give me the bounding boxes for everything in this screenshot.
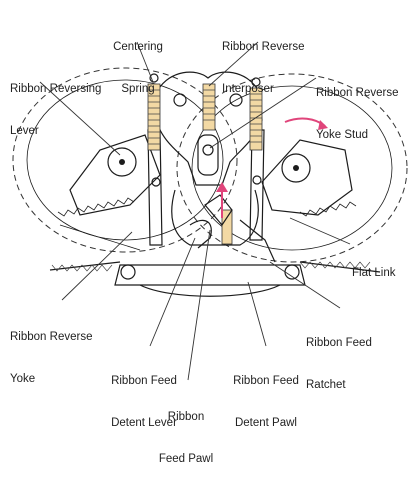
- left-spool: [12, 67, 238, 253]
- left-ratchet-wheel: [57, 134, 161, 251]
- label-ribbon-reversing-lever: Ribbon Reversing Lever: [10, 83, 102, 137]
- label-ribbon-feed-detent-pawl: Ribbon Feed Detent Pawl: [233, 375, 299, 429]
- right-ratchet-wheel: [261, 139, 357, 217]
- flat-link-assembly: [49, 261, 381, 297]
- right-spool: [176, 73, 408, 263]
- mechanism-diagram: [12, 41, 408, 381]
- leader-lines: [39, 41, 351, 381]
- label-ribbon-reverse-yoke-stud: Ribbon Reverse Yoke Stud: [316, 87, 399, 141]
- label-flat-link: Flat Link: [352, 267, 396, 279]
- yoke-and-pawls: [171, 189, 276, 263]
- label-centering-spring: Centering Spring: [113, 41, 163, 95]
- label-ribbon-reverse-interposer: Ribbon Reverse Interposer: [222, 41, 305, 95]
- label-ribbon-feed-pawl: Ribbon Feed Pawl: [158, 411, 214, 465]
- label-ribbon-reverse-yoke: Ribbon Reverse Yoke: [10, 331, 93, 385]
- ribbon-reversing-levers: [147, 129, 265, 246]
- label-ribbon-feed-ratchet: Ribbon Feed Ratchet: [306, 337, 372, 391]
- motion-arrows: [216, 117, 328, 218]
